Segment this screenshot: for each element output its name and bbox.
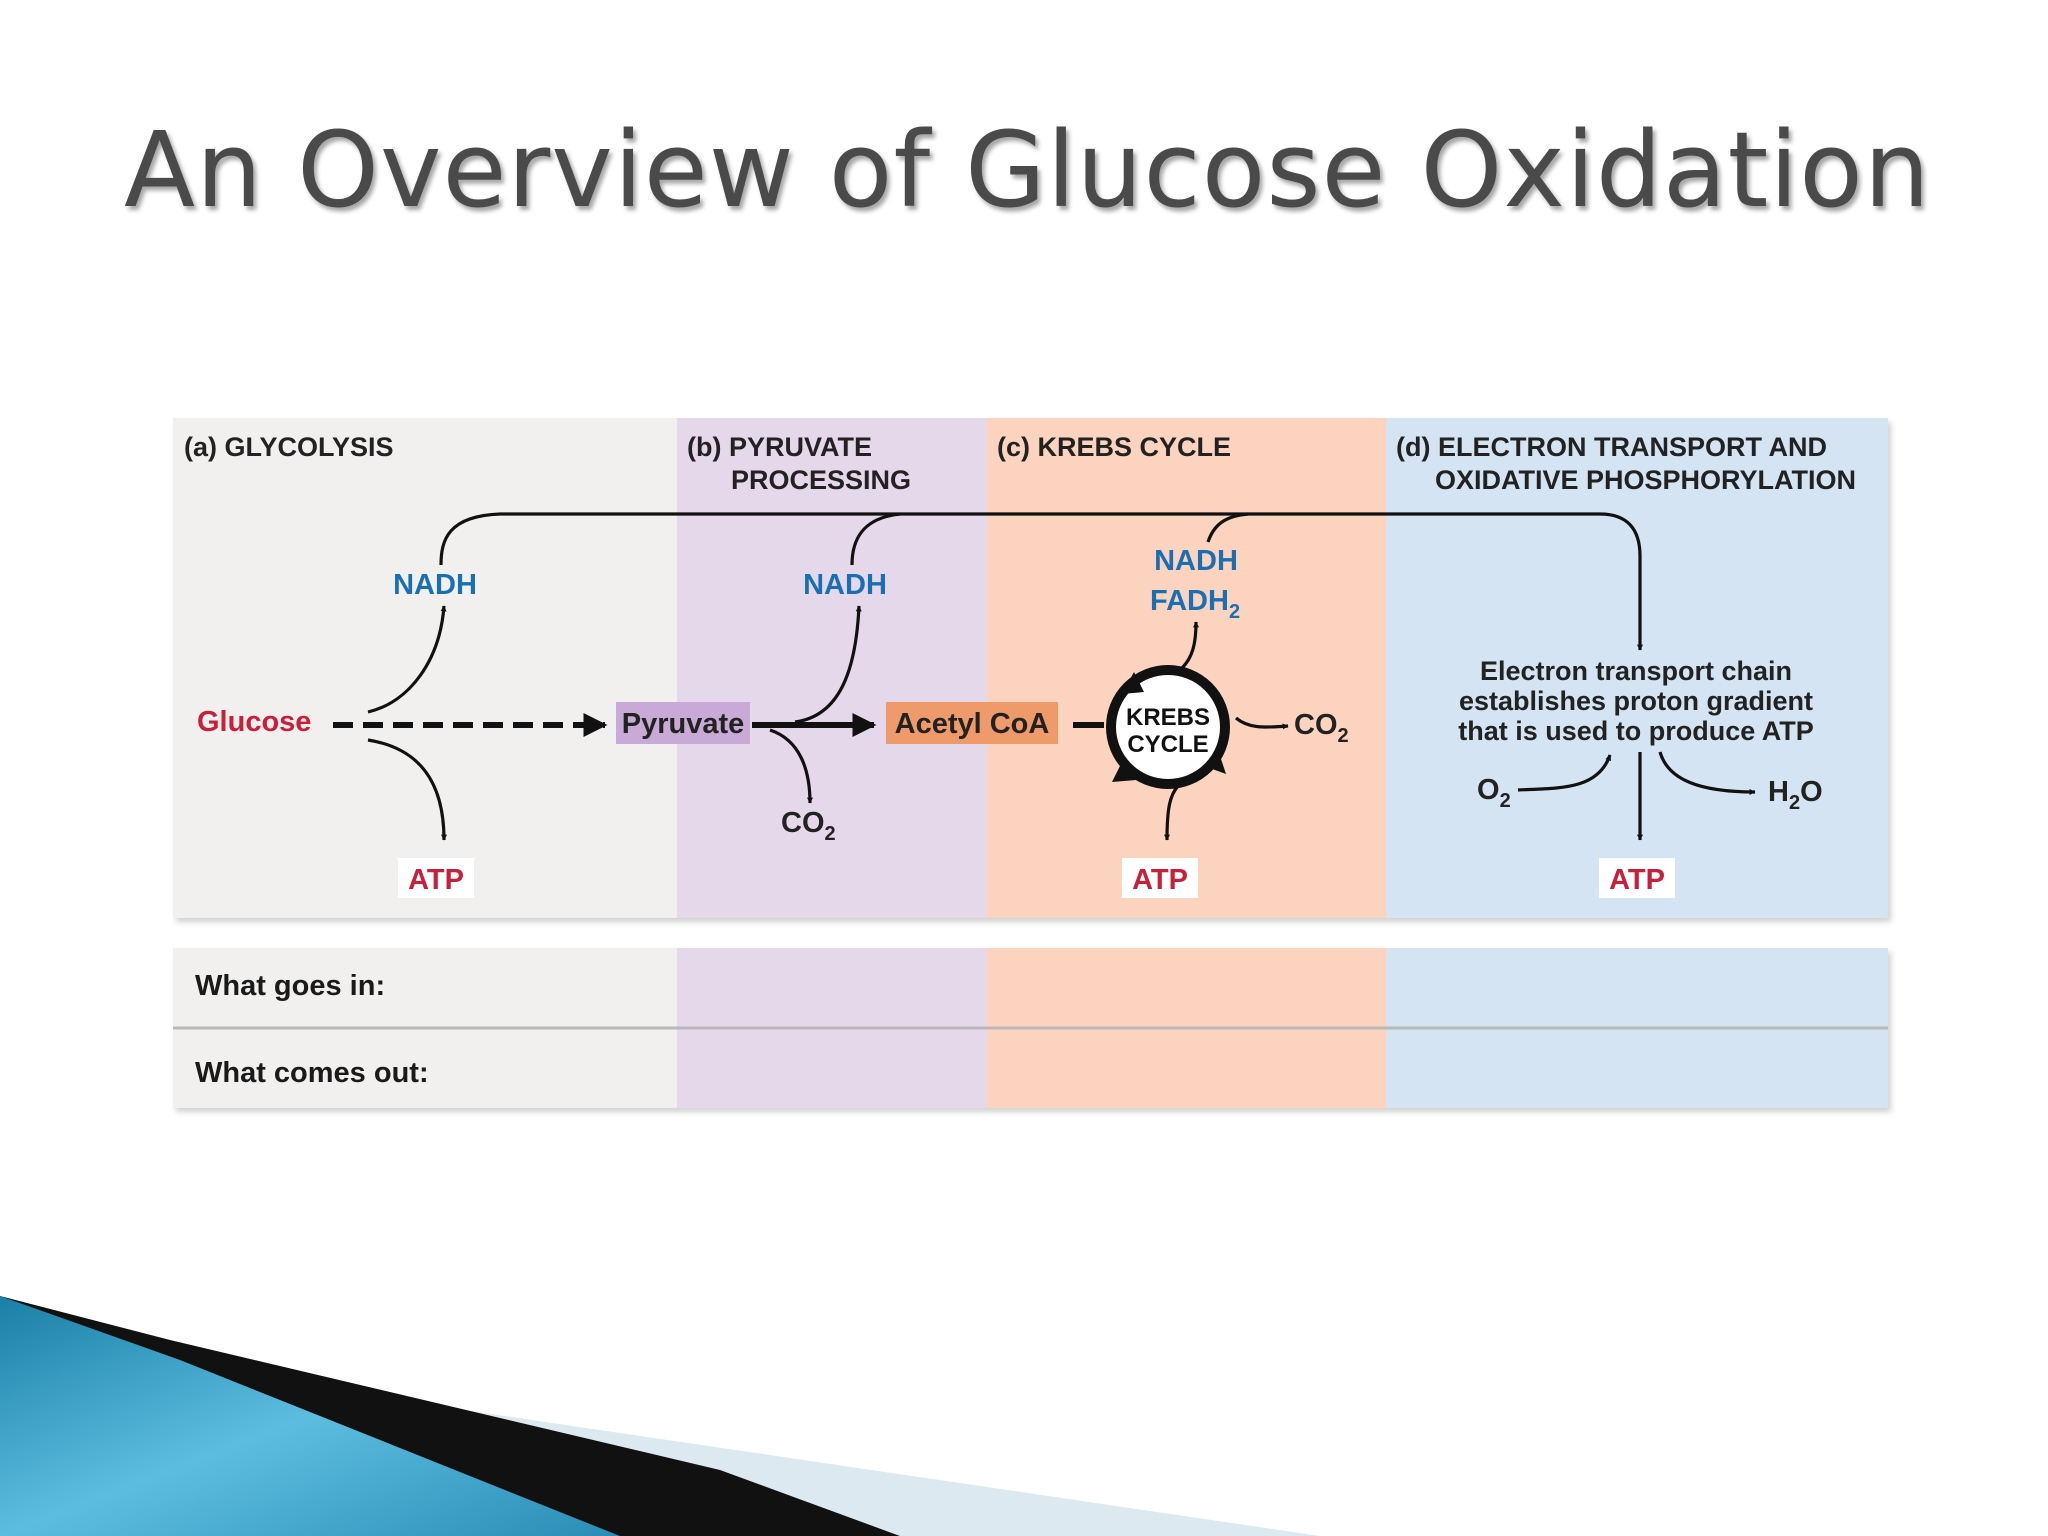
- o2-arrow: [1517, 754, 1612, 792]
- glycolysis-nadh-arrow: [367, 605, 447, 714]
- pyruvate-co2-label: CO2: [781, 807, 836, 845]
- krebs-atp-box: [1122, 858, 1198, 898]
- header-krebs: (c) KREBS CYCLE: [997, 432, 1231, 462]
- glycolysis-atp-box: [398, 858, 474, 898]
- pyruvate-co2-arrow: [769, 728, 813, 804]
- header-pyruvate-line2: PROCESSING: [731, 465, 911, 495]
- panel-pyruvate-processing: [677, 418, 987, 918]
- acetyl-coa-box: [886, 702, 1058, 744]
- header-etc-line2: OXIDATIVE PHOSPHORYLATION: [1435, 465, 1856, 495]
- krebs-co2-label: CO2: [1294, 709, 1349, 747]
- krebs-fadh2-label: FADH2: [1150, 585, 1240, 623]
- header-glycolysis: (a) GLYCOLYSIS: [184, 432, 394, 462]
- header-pyruvate-line1: (b) PYRUVATE: [687, 432, 872, 462]
- krebs-label-line2: CYCLE: [1127, 731, 1208, 758]
- pyruvate-label: Pyruvate: [622, 708, 745, 740]
- glucose-label: Glucose: [197, 706, 311, 738]
- what-goes-in-label: What goes in:: [195, 970, 385, 1002]
- etc-description-line3: that is used to produce ATP: [1458, 716, 1814, 746]
- krebs-co2-arrow: [1234, 716, 1289, 730]
- glycolysis-atp-label: ATP: [408, 864, 464, 896]
- h2o-label: H2O: [1768, 776, 1823, 814]
- etc-description-line1: Electron transport chain: [1480, 656, 1792, 686]
- decorative-swoosh: [0, 1296, 1320, 1536]
- krebs-nadh-arrow: [1180, 621, 1199, 670]
- pyruvate-nadh-arrow: [794, 605, 862, 724]
- etc-atp-box: [1599, 858, 1675, 898]
- krebs-nadh-label: NADH: [1154, 545, 1238, 577]
- krebs-atp-label: ATP: [1132, 864, 1188, 896]
- header-etc-line1: (d) ELECTRON TRANSPORT AND: [1396, 432, 1827, 462]
- etc-atp-label: ATP: [1609, 864, 1665, 896]
- krebs-label-line1: KREBS: [1126, 704, 1210, 731]
- slide-title: An Overview of Glucose Oxidation: [124, 109, 1931, 231]
- glycolysis-nadh-label: NADH: [393, 569, 477, 601]
- h2o-arrow: [1658, 751, 1756, 795]
- etc-description-line2: establishes proton gradient: [1459, 686, 1813, 716]
- acetyl-coa-label: Acetyl CoA: [895, 708, 1050, 740]
- o2-label: O2: [1477, 774, 1511, 812]
- pyruvate-nadh-label: NADH: [803, 569, 887, 601]
- electron-carrier-arrows: [439, 512, 1643, 651]
- branch-arrows: [367, 605, 1756, 841]
- what-comes-out-label: What comes out:: [195, 1057, 429, 1089]
- glycolysis-atp-arrow: [367, 738, 447, 841]
- pyruvate-box: [616, 702, 750, 744]
- krebs-cycle-wheel: KREBS CYCLE: [1106, 665, 1230, 789]
